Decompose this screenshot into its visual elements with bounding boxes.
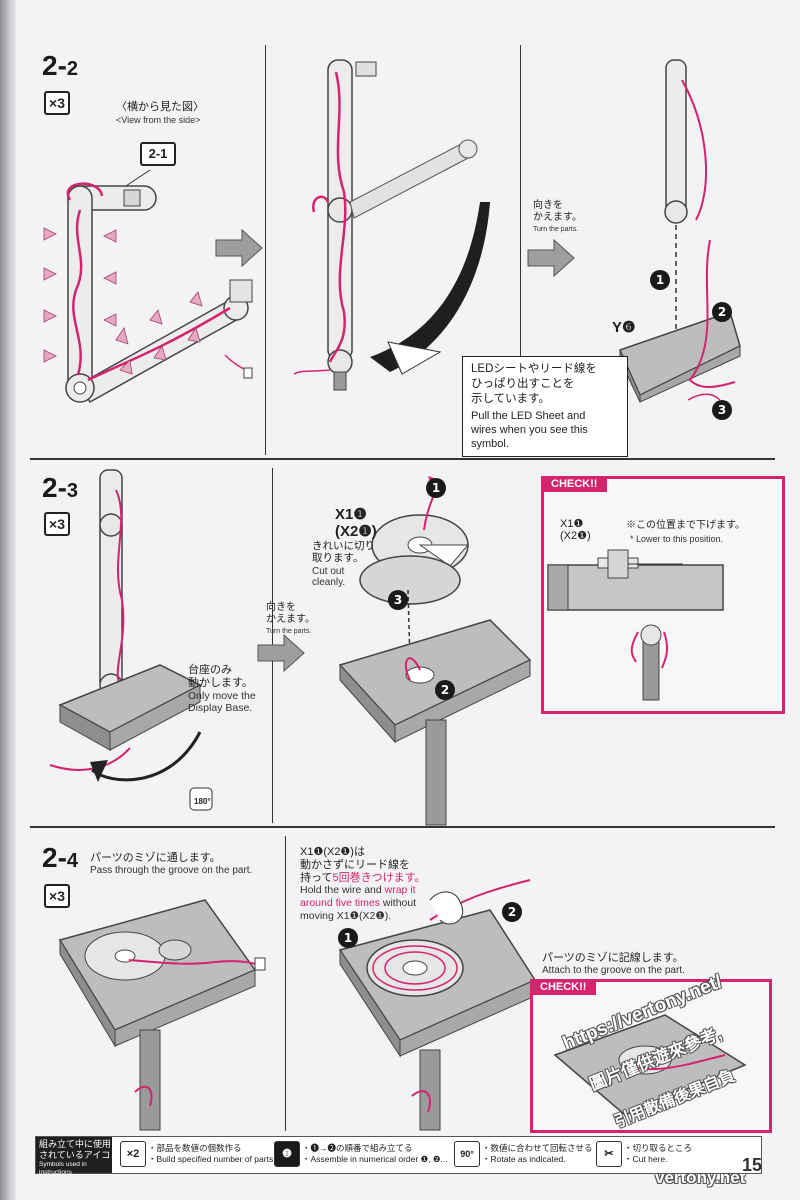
check-lower-position-illustration	[547, 549, 724, 701]
check-title: CHECK!!	[541, 476, 608, 492]
wrap-en-part2: without moving X1❶(X2❶).	[300, 897, 417, 922]
step-minor: 4	[66, 850, 79, 872]
legend-jp: ・部品を数値の個数作る	[148, 1143, 242, 1153]
step-number-2-3: 2-3	[42, 472, 79, 503]
legend-en: ・Rotate as indicated.	[482, 1154, 566, 1164]
base-only-en: Only move the Display Base.	[188, 690, 256, 714]
disc-part-illustration: 1 2 3	[338, 476, 532, 826]
reference-step-tag: 2-1	[140, 142, 176, 166]
groove-attach-jp: パーツのミゾに記線します。	[542, 952, 684, 964]
svg-text:3: 3	[718, 403, 726, 417]
frame-base-insert-illustration: 1 2 3	[618, 59, 741, 420]
wrap-jp-emphasis: 5回巻きつけます。	[332, 872, 426, 884]
step-number-2-2: 2-2	[42, 50, 79, 81]
step-major: 2	[42, 842, 58, 873]
step-minor: 2	[66, 58, 79, 80]
legend-title: 組み立て中に使用 されているアイコン Symbols used in instr…	[36, 1137, 120, 1176]
legend-jp: ・切り取るところ	[624, 1143, 693, 1153]
wrap-instruction-jp: X1❶(X2❶)は 動かさずにリード線を 持って5回巻きつけます。	[300, 846, 425, 885]
cut-cleanly-en: Cut out cleanly.	[312, 566, 346, 588]
wrap-jp-part1: X1❶(X2❶)は 動かさずにリード線を 持って	[300, 846, 410, 884]
legend-jp: ・数値に合わせて回転させる	[482, 1143, 593, 1153]
wire-through-groove-illustration	[58, 899, 266, 1131]
wrap-instruction-en: Hold the wire and wrap it around five ti…	[300, 884, 416, 923]
icon-legend: 組み立て中に使用 されているアイコン Symbols used in instr…	[35, 1136, 762, 1176]
multiplier-badge: ×3	[44, 91, 70, 115]
next-arrow	[527, 238, 576, 278]
callout-text-jp: LEDシートやリード線を ひっぱり出すことを 示しています。	[471, 363, 597, 405]
led-frame-rotated-illustration	[293, 59, 490, 391]
wrap-en-emphasis: wrap it around five times	[300, 884, 416, 909]
part-x1-label: X1❶ (X2❶)	[335, 506, 377, 540]
part-label-y6: Y❻	[612, 319, 636, 336]
groove-pass-jp: パーツのミゾに通します。	[90, 852, 221, 864]
svg-text:3: 3	[394, 593, 402, 607]
legend-en: ・Cut here.	[624, 1154, 668, 1164]
next-arrow	[257, 633, 306, 673]
check-part-label: X1❶ (X2❶)	[560, 518, 591, 542]
check-groove-illustration	[553, 1014, 747, 1116]
legend-item-rotate: ・数値に合わせて回転させる ・Rotate as indicated.	[482, 1143, 593, 1165]
groove-pass-en: Pass through the groove on the part.	[90, 865, 253, 876]
section-divider	[30, 826, 775, 828]
page-binding-edge	[0, 0, 16, 1200]
check-title: CHECK!!	[530, 979, 597, 995]
rotate-icon-label: 180°	[194, 797, 211, 806]
turn-parts-en: Turn the parts.	[266, 628, 312, 635]
step-major: 2	[42, 472, 58, 503]
next-arrow	[215, 228, 264, 268]
legend-item-order: ・❶→❷の順番で組み立てる ・Assemble in numerical ord…	[302, 1143, 448, 1165]
turn-parts-jp: 向きを かえます。	[533, 200, 582, 223]
frame-on-base-illustration	[49, 469, 213, 811]
svg-text:2: 2	[441, 683, 449, 697]
step-number-2-4: 2-4	[42, 842, 79, 873]
groove-attach-en: Attach to the groove on the part.	[542, 965, 685, 976]
wrap-en-part1: Hold the wire and	[300, 884, 385, 896]
build-count-icon: ×2	[120, 1141, 146, 1167]
rotate-icon: 90°	[454, 1141, 480, 1167]
legend-item-build: ・部品を数値の個数作る ・Build specified number of p…	[148, 1143, 276, 1165]
wrap-wire-illustration: 1 2	[338, 879, 537, 1131]
check-note-jp: ※この位置まで下げます。	[626, 520, 745, 531]
turn-parts-jp: 向きを かえます。	[266, 602, 315, 625]
led-frame-illustration	[43, 169, 253, 404]
step-major: 2	[42, 50, 58, 81]
column-divider	[265, 45, 266, 455]
svg-text:1: 1	[656, 273, 664, 287]
cut-here-icon: ✂	[596, 1141, 622, 1167]
legend-item-cut: ・切り取るところ ・Cut here.	[624, 1143, 692, 1165]
callout-text-en: Pull the LED Sheet and wires when you se…	[471, 410, 588, 450]
step-minor: 3	[66, 480, 79, 502]
legend-title-en: Symbols used in instructions	[39, 1161, 87, 1176]
svg-text:2: 2	[508, 905, 516, 919]
turn-parts-en: Turn the parts.	[533, 226, 579, 233]
legend-en: ・Assemble in numerical order ❶, ❷...	[302, 1154, 448, 1164]
multiplier-badge: ×3	[44, 512, 70, 536]
page-number: 15	[741, 1155, 762, 1175]
section-divider	[30, 458, 775, 460]
svg-text:1: 1	[344, 931, 352, 945]
pull-symbol-callout: LEDシートやリード線を ひっぱり出すことを 示しています。 Pull the …	[462, 356, 628, 457]
svg-text:2: 2	[718, 305, 726, 319]
multiplier-badge: ×3	[44, 884, 70, 908]
check-note-en: * Lower to this position.	[630, 534, 724, 544]
legend-jp: ・❶→❷の順番で組み立てる	[302, 1143, 413, 1153]
svg-text:1: 1	[432, 481, 440, 495]
column-divider	[520, 45, 521, 455]
legend-title-jp: 組み立て中に使用 されているアイコン	[39, 1139, 120, 1160]
side-view-label-en: <View from the side>	[116, 115, 201, 125]
base-only-jp: 台座のみ 動かします。	[188, 664, 253, 689]
side-view-label-jp: 〈横から見た図〉	[116, 101, 204, 113]
column-divider	[285, 836, 286, 1131]
legend-en: ・Build specified number of parts.	[148, 1154, 276, 1164]
assembly-order-icon: ❶	[274, 1141, 300, 1167]
cut-cleanly-jp: きれいに切り 取ります。	[312, 540, 375, 564]
